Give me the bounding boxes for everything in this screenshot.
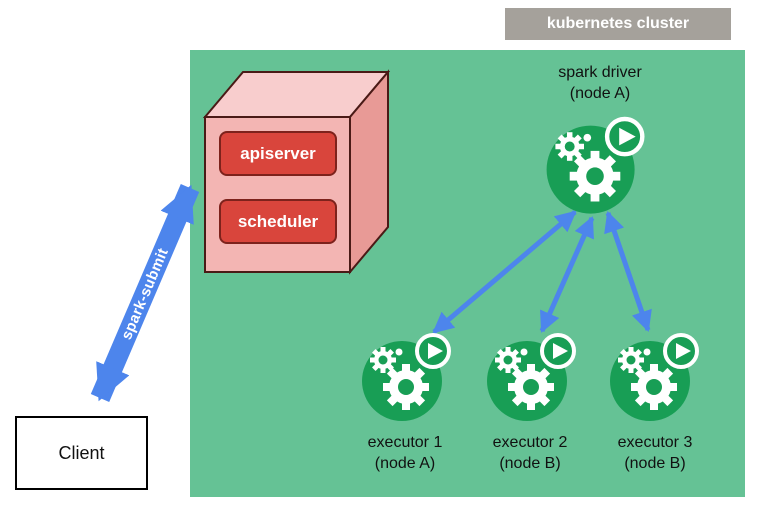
executor-2-node: (node B) [499,455,561,472]
executor-3-title: executor 3 [617,434,693,451]
executor-1-label: executor 1 (node A) [315,432,495,474]
spark-driver-label: spark driver (node A) [510,62,690,104]
spark-driver-title: spark driver [558,64,642,81]
apiserver-box: apiserver [219,131,337,176]
scheduler-box: scheduler [219,199,337,244]
client-label: Client [58,442,105,463]
kubernetes-cluster-label: kubernetes cluster [505,8,731,40]
client-box: Client [15,416,148,490]
kubernetes-cluster-region [190,50,745,497]
executor-1-title: executor 1 [367,434,443,451]
executor-2-label: executor 2 (node B) [440,432,620,474]
executor-3-node: (node B) [624,455,686,472]
spark-driver-node: (node A) [569,85,631,102]
spark-submit-label: spark-submit [118,245,172,343]
executor-2-title: executor 2 [492,434,568,451]
executor-3-label: executor 3 (node B) [565,432,745,474]
executor-1-node: (node A) [374,455,436,472]
